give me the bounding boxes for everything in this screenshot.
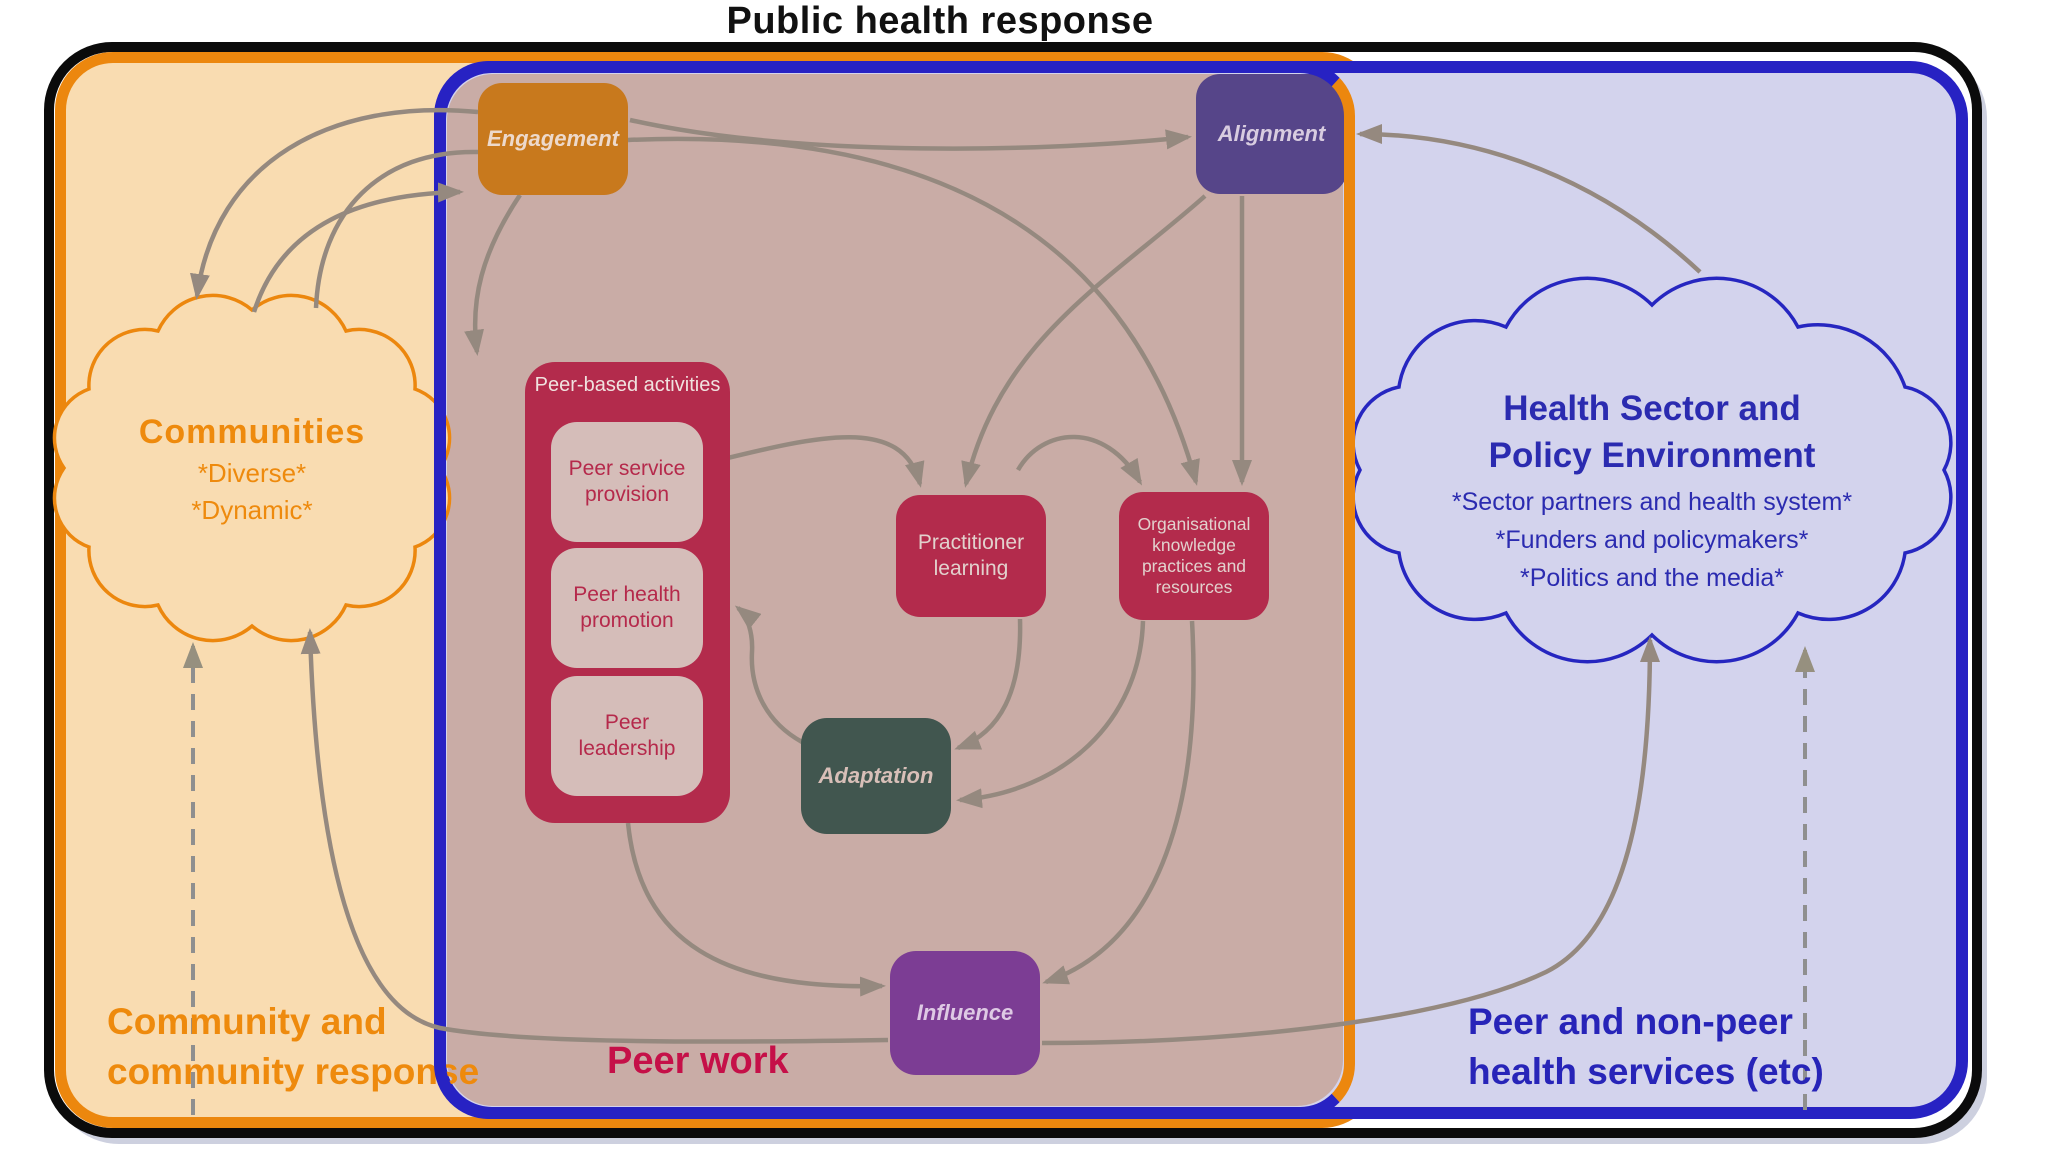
peer-work-region-border <box>434 61 1355 1119</box>
health-cloud-sub3: *Politics and the media* <box>1519 564 1785 592</box>
page-title: Public health response <box>726 0 1154 42</box>
practitioner-learning-label: Practitioner learning <box>917 531 1025 580</box>
arrow-engagement-to-organisational <box>627 136 1200 486</box>
health-cloud-title-line2: Policy Environment <box>1488 436 1816 475</box>
arrow-practitioner-to-organisational <box>1016 434 1143 486</box>
engagement-box: Engagement <box>478 83 628 195</box>
line-engagement-to-communities-top <box>313 149 479 309</box>
arrow-adaptation-to-peer-activities <box>734 605 804 744</box>
arrow-engagement-to-communities <box>190 107 479 300</box>
arrow-practitioner-to-adaptation <box>954 618 1023 751</box>
health-sector-cloud: Health Sector and Policy Environment *Se… <box>1402 385 1902 593</box>
engagement-label: Engagement <box>486 126 620 151</box>
alignment-label: Alignment <box>1217 121 1326 146</box>
peer-service-provision-label: Peer service provision <box>568 457 686 506</box>
arrow-organisational-to-influence <box>1042 620 1196 985</box>
arrow-alignment-to-practitioner <box>961 194 1207 488</box>
health-services-region-label: Peer and non-peer health services (etc) <box>1468 997 1938 1097</box>
community-label-line2: community response <box>107 1051 480 1092</box>
arrow-healthcloud-to-alignment <box>1356 124 1702 274</box>
arrow-engagement-to-alignment <box>629 117 1192 151</box>
adaptation-label: Adaptation <box>818 763 934 788</box>
adaptation-box: Adaptation <box>801 718 951 834</box>
peer-leadership-label: Peer leadership <box>578 711 676 760</box>
influence-label: Influence <box>916 1000 1014 1025</box>
health-services-label-line2: health services (etc) <box>1468 1051 1824 1092</box>
arrow-engagement-to-peer-activities <box>464 193 522 356</box>
communities-sub-dynamic: *Dynamic* <box>191 495 313 525</box>
health-services-label-line1: Peer and non-peer <box>1468 1001 1793 1042</box>
peer-based-activities-title: Peer-based activities <box>534 374 721 396</box>
peer-service-provision-box: Peer service provision <box>551 422 703 542</box>
communities-cloud-shape <box>52 293 452 643</box>
peer-work-region-label: Peer work <box>607 1040 1007 1083</box>
peer-work-label: Peer work <box>607 1040 789 1082</box>
health-cloud-sub2: *Funders and policymakers* <box>1495 526 1809 554</box>
health-sector-cloud-shape <box>1351 276 1953 664</box>
health-cloud-title-line1: Health Sector and <box>1503 389 1801 428</box>
community-region-label: Community and community response <box>107 997 567 1097</box>
communities-title: Communities <box>138 413 366 451</box>
arrow-organisational-to-adaptation <box>956 620 1146 809</box>
community-label-line1: Community and <box>107 1001 387 1042</box>
arrow-peer-service-to-practitioner <box>702 434 925 488</box>
arrow-peer-activities-to-influence <box>625 822 886 997</box>
health-cloud-sub1: *Sector partners and health system* <box>1451 488 1853 516</box>
arrow-influence-to-communities <box>300 628 889 1044</box>
arrow-communities-to-engagement <box>251 182 464 313</box>
peer-health-promotion-box: Peer health promotion <box>551 548 703 668</box>
communities-sub-diverse: *Diverse* <box>197 458 307 488</box>
arrow-influence-to-healthcloud <box>1041 636 1660 1046</box>
organisational-knowledge-box: Organisational knowledge practices and r… <box>1119 492 1269 620</box>
communities-cloud: Communities *Diverse* *Dynamic* <box>52 413 452 526</box>
influence-box: Influence <box>890 951 1040 1075</box>
public-health-response-outline <box>44 42 1982 1138</box>
peer-health-promotion-label: Peer health promotion <box>573 583 681 632</box>
peer-leadership-box: Peer leadership <box>551 676 703 796</box>
practitioner-learning-box: Practitioner learning <box>896 495 1046 617</box>
organisational-knowledge-label: Organisational knowledge practices and r… <box>1137 514 1251 597</box>
